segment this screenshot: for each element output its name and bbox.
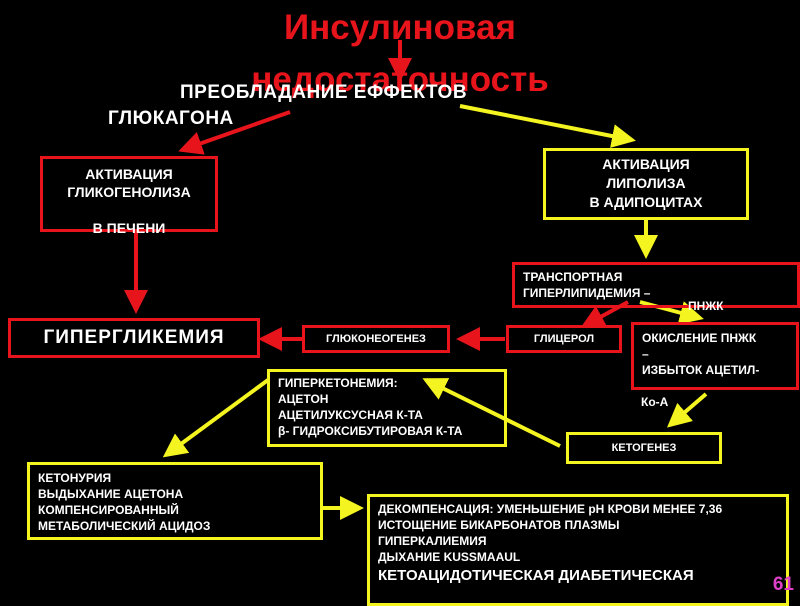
transport-overflow-text: ПНЖК bbox=[688, 299, 724, 313]
box-ketogenesis: КЕТОГЕНЕЗ bbox=[566, 432, 722, 464]
box-glycerol: ГЛИЦЕРОЛ bbox=[506, 325, 622, 353]
box-glycogenolysis: АКТИВАЦИЯ ГЛИКОГЕНОЛИЗА В ПЕЧЕНИ bbox=[40, 156, 218, 236]
box-oxidation: ОКИСЛЕНИЕ ПНЖК – ИЗБЫТОК АЦЕТИЛ- bbox=[631, 322, 799, 390]
box-gluconeogenesis: ГЛЮКОНЕОГЕНЕЗ bbox=[302, 325, 450, 353]
box-transport-hyperlipidemia: ТРАНСПОРТНАЯ ГИПЕРЛИПИДЕМИЯ – bbox=[512, 262, 800, 308]
arrow-ketogenesis-to-hyperketonemia bbox=[422, 378, 561, 448]
page-number: 61 bbox=[772, 574, 794, 595]
box-decompensation: ДЕКОМПЕНСАЦИЯ: УМЕНЬШЕНИЕ pH КРОВИ МЕНЕЕ… bbox=[367, 494, 789, 606]
box-hyperketonemia: ГИПЕРКЕТОНЕМИЯ: АЦЕТОН АЦЕТИЛУКСУСНАЯ К-… bbox=[267, 369, 507, 447]
arrow-transport-to-oxidation bbox=[639, 300, 704, 325]
subtitle-text: ПРЕОБЛАДАНИЕ ЕФФЕКТОВ ГЛЮКАГОНА bbox=[108, 82, 468, 129]
arrow-subtitle-to-glycogenolysis bbox=[178, 110, 291, 155]
coma-text: КЕТОАЦИДОТИЧЕСКАЯ ДИАБЕТИЧЕСКАЯ bbox=[378, 567, 694, 584]
arrow-oxidation-to-ketogenesis bbox=[666, 392, 708, 428]
oxidation-overflow-text: Ко-А bbox=[641, 395, 669, 409]
box-hyperglycemia: ГИПЕРГЛИКЕМИЯ bbox=[8, 318, 260, 358]
arrow-hyperketonemia-to-ketonuria bbox=[162, 378, 270, 458]
box-ketonuria: КЕТОНУРИЯ ВЫДЫХАНИЕ АЦЕТОНА КОМПЕНСИРОВА… bbox=[27, 462, 323, 540]
box-lipolysis: АКТИВАЦИЯ ЛИПОЛИЗА В АДИПОЦИТАХ bbox=[543, 148, 749, 220]
subtitle: ПРЕОБЛАДАНИЕ ЕФФЕКТОВ ГЛЮКАГОНА bbox=[108, 80, 548, 132]
arrow-subtitle-to-lipolysis bbox=[459, 104, 636, 148]
decompensation-text: ДЕКОМПЕНСАЦИЯ: УМЕНЬШЕНИЕ pH КРОВИ МЕНЕЕ… bbox=[378, 502, 723, 564]
